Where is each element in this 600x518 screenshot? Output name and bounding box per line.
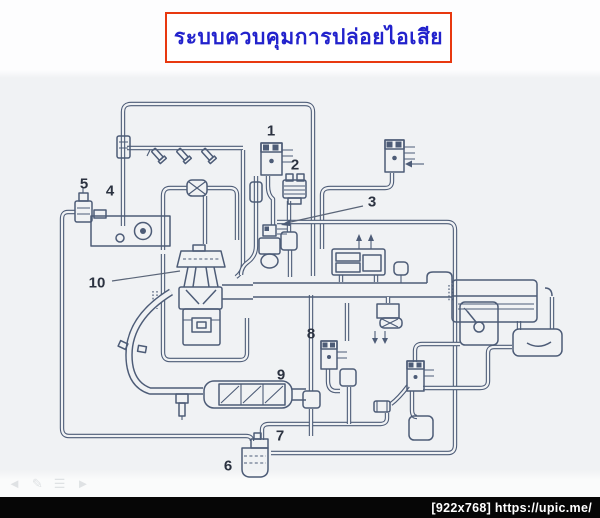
forward-arrow-icon[interactable]: ► <box>76 476 90 491</box>
vacuum-hoses <box>62 104 552 453</box>
exhaust-pipe <box>117 292 203 420</box>
diagram-number-label: 6 <box>223 457 233 475</box>
diagram-number-label: 7 <box>275 427 285 445</box>
check-valve-5 <box>74 188 93 223</box>
solenoid-valve-lower-right <box>406 360 434 392</box>
watermark-bar: [922x768] https://upic.me/ <box>0 497 600 518</box>
egr-valve <box>372 303 403 344</box>
intake-duct <box>253 261 453 303</box>
engine <box>178 266 253 346</box>
vacuum-switching-valve-3 <box>258 224 287 269</box>
watermark-text: [922x768] https://upic.me/ <box>431 501 592 515</box>
throttle-body <box>176 244 226 268</box>
diagram-number-label: 4 <box>105 182 115 200</box>
air-pump-box-4 <box>90 209 171 247</box>
list-icon[interactable]: ☰ <box>53 476 66 491</box>
diagram-number-label: 8 <box>306 325 316 343</box>
fuel-rail <box>146 149 151 157</box>
label-leader-lines <box>111 205 364 282</box>
diagram-number-label: 2 <box>290 156 300 174</box>
air-cleaner <box>451 279 538 323</box>
vacuum-fittings <box>116 135 434 441</box>
fuel-injectors <box>151 147 218 165</box>
pen-icon[interactable]: ✎ <box>31 476 43 491</box>
pcv-grommet <box>393 261 409 283</box>
solenoid-valve-8 <box>320 340 347 370</box>
air-suction-valve <box>331 234 386 276</box>
vacuum-valve-2 <box>282 173 307 205</box>
resonator <box>512 328 563 357</box>
catalytic-converter <box>203 380 306 409</box>
diagram-number-label: 1 <box>266 122 276 140</box>
inline-filter <box>186 179 208 197</box>
air-valve-box <box>459 301 499 346</box>
diagram-number-label: 10 <box>88 274 106 292</box>
diagram-number-label: 3 <box>367 193 377 211</box>
diagram-number-label: 5 <box>79 175 89 193</box>
viewer-toolbar: ◄ ✎ ☰ ► <box>8 476 89 492</box>
solenoid-valve-right <box>384 139 424 173</box>
page-title: ระบบควบคุมการปล่อยไอเสีย <box>173 26 444 49</box>
solenoid-valve-1 <box>260 142 293 176</box>
diagram-number-label: 9 <box>276 366 286 384</box>
charcoal-canister <box>241 447 269 478</box>
oxygen-sensor <box>175 393 189 420</box>
title-box: ระบบควบคุมการปล่อยไอเสีย <box>165 12 452 63</box>
back-arrow-icon[interactable]: ◄ <box>8 476 21 491</box>
purge-valve-7 <box>250 432 269 449</box>
